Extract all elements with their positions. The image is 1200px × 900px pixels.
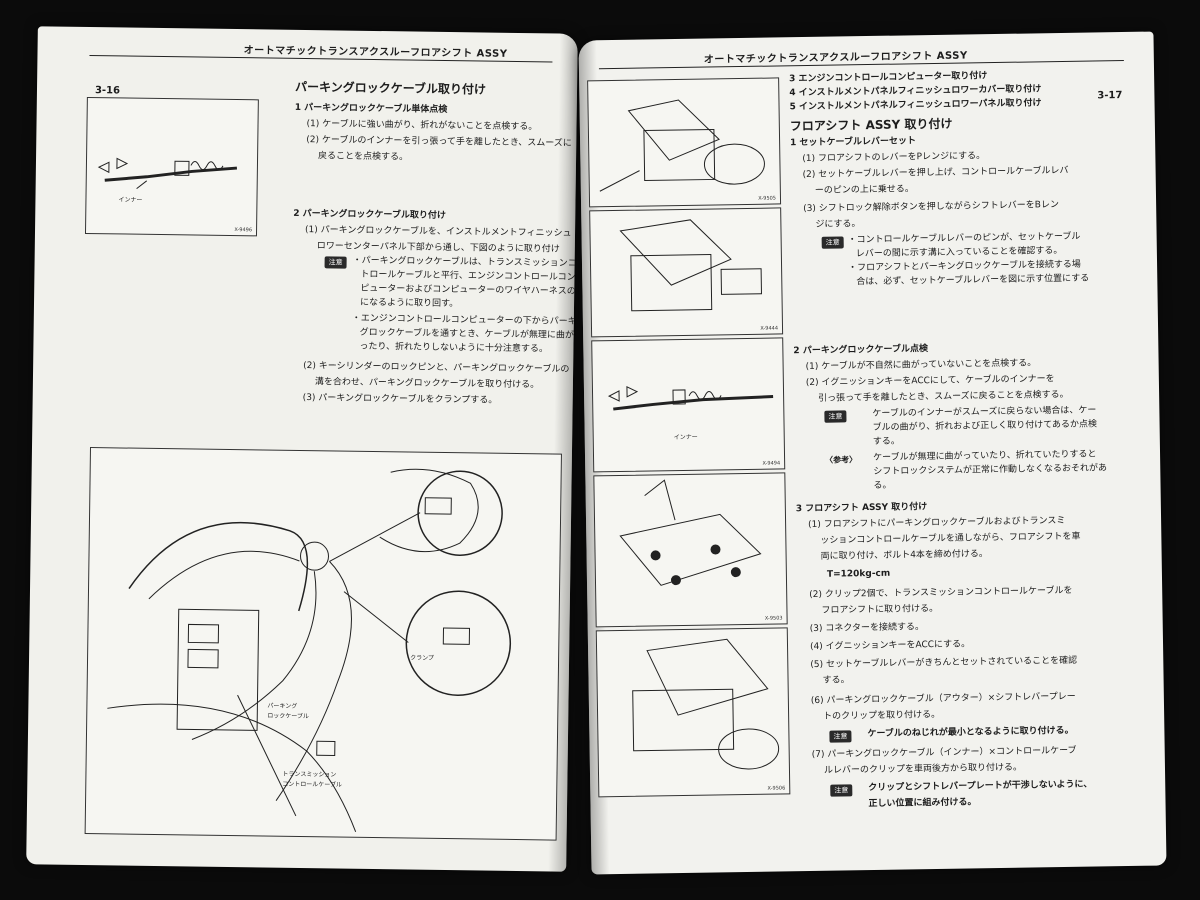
note-badge: 注意	[324, 256, 347, 269]
note-line: ・コントロールケーブルレバーのピンが、セットケーブル	[847, 231, 1081, 246]
note-line: グロックケーブルを通すとき、ケーブルが無理に曲が	[359, 327, 574, 341]
floor-shift-drawing	[619, 479, 762, 586]
note-line: する。	[872, 436, 900, 447]
cable-figure-right: インナー X-9494	[591, 337, 786, 473]
step-item: (6) パーキングロックケーブル（アウター）×シフトレバープレー	[810, 691, 1076, 706]
note-line: ケーブルのインナーがスムーズに戻らない場合は、ケー	[872, 405, 1097, 419]
step-item: (2) クリップ2個で、トランスミッションコントロールケーブルを	[809, 585, 1073, 601]
control-cable-label: コントロールケーブル	[282, 780, 343, 789]
step-item: ジにする。	[815, 219, 861, 230]
step-heading: 1 セットケーブルレバーセット	[790, 136, 917, 149]
note-line: ・エンジンコントロールコンピューターの下からパーキン	[351, 313, 578, 327]
step-item: (5) セットケーブルレバーがきちんとセットされていることを確認	[810, 655, 1078, 671]
parking-label: パーキング	[267, 702, 298, 710]
step-item: ーのピンの上に乗せる。	[814, 184, 914, 196]
step-heading: 3 エンジンコントロールコンピューター取り付け	[789, 71, 988, 85]
page-number: 3-16	[94, 85, 121, 97]
shift-figure-2: X-9444	[589, 207, 784, 338]
floor-shift-drawing	[619, 219, 762, 312]
step-heading: 1 パーキングロックケーブル単体点検	[294, 102, 448, 115]
cable-drawing	[607, 386, 774, 411]
reference-line: ケーブルが無理に曲がっていたり、折れていたりすると	[872, 449, 1097, 463]
note-badge: 注意	[829, 730, 852, 743]
clamp-label: クランプ	[410, 654, 434, 662]
note-line: 合は、必ず、セットケーブルレバーを図に示す位置にする	[856, 273, 1090, 288]
step-item: (7) パーキングロックケーブル（インナー）×コントロールケーブ	[811, 745, 1077, 760]
right-page: オートマチックトランスアクスルーフロアシフト ASSY 3-17 X-9505 …	[578, 31, 1167, 875]
step-item: フロアシフトに取り付ける。	[821, 603, 939, 616]
step-item: (2) ケーブルのインナーを引っ張って手を離したとき、スムーズに	[306, 135, 572, 149]
step-heading: 3 フロアシフト ASSY 取り付け	[795, 502, 928, 515]
note-line: ったり、折れたりしないように十分注意する。	[359, 341, 548, 355]
torque-spec: T=120kg-cm	[826, 568, 891, 580]
step-item: 両に取り付け、ボルト4本を締め付ける。	[820, 549, 988, 562]
figure-code: X-9444	[760, 325, 779, 332]
shift-figure-4: X-9503	[593, 472, 788, 628]
step-item: 引っ張って手を離したとき、スムーズに戻ることを点検する。	[818, 389, 1069, 404]
figure-code: X-9494	[762, 460, 781, 467]
reference-line: シフトロックシステムが正常に作動しなくなるおそれがあ	[873, 463, 1108, 477]
step-item: (1) ケーブルが不自然に曲がっていないことを点検する。	[805, 358, 1037, 373]
step-item: トのクリップを取り付ける。	[823, 709, 941, 722]
note-line: ピューターおよびコンピューターのワイヤハーネスの下	[360, 283, 578, 297]
step-item: 戻ることを点検する。	[318, 151, 409, 163]
note-line: ・フロアシフトとパーキングロックケーブルを接続する場	[848, 259, 1081, 274]
cable-drawing	[97, 157, 238, 190]
step-item: (2) イグニッションキーをACCにして、ケーブルのインナーを	[805, 374, 1055, 389]
reference-line: る。	[873, 480, 892, 491]
inner-label: インナー	[673, 433, 698, 442]
lock-cable-label: ロックケーブル	[267, 712, 309, 721]
note-badge: 注意	[824, 410, 847, 423]
dashboard-drawing	[107, 468, 512, 832]
step-item: ッションコントロールケーブルを通しながら、フロアシフトを車	[820, 531, 1081, 546]
note-line: ケーブルのねじれが最小となるように取り付ける。	[867, 725, 1074, 740]
transmission-label: トランスミッション	[282, 770, 337, 779]
figure-code: X-9496	[234, 227, 253, 234]
step-item: (1) パーキングロックケーブルを、インストルメントフィニッシュ	[304, 225, 572, 239]
cable-figure-top: インナー X-9496	[84, 96, 259, 237]
step-item: ロワーセンターパネル下部から通し、下図のように取り付け	[316, 241, 560, 255]
installation-diagram: クランプ パーキング ロックケーブル トランスミッション コントロールケーブル	[84, 447, 562, 841]
inner-label: インナー	[118, 196, 143, 204]
left-page: オートマチックトランスアクスルーフロアシフト ASSY 3-16 インナー X-…	[26, 26, 578, 872]
step-heading: 4 インストルメントパネルフィニッシュロワーカバー取り付け	[789, 84, 1042, 99]
figure-code: X-9503	[764, 615, 783, 622]
note-line: クリップとシフトレバープレートが干渉しないように、	[868, 779, 1093, 794]
note-line: ・パーキングロックケーブルは、トランスミッションコン	[352, 255, 578, 269]
step-item: (2) キーシリンダーのロックピンと、パーキングロックケーブルの	[303, 361, 570, 375]
section-title: フロアシフト ASSY 取り付け	[789, 116, 953, 134]
note-line: トロールケーブルと平行、エンジンコントロールコン	[360, 269, 576, 283]
step-item: (4) イグニッションキーをACCにする。	[809, 639, 971, 653]
note-badge: 注意	[821, 236, 844, 249]
step-item: ルレバーのクリップを車両後方から取り付ける。	[823, 762, 1023, 776]
step-heading: 5 インストルメントパネルフィニッシュロワーパネル取り付け	[789, 98, 1042, 113]
note-badge: 注意	[830, 784, 853, 797]
step-item: (3) シフトロック解除ボタンを押しながらシフトレバーをBレン	[803, 200, 1060, 215]
figure-code: X-9506	[767, 785, 786, 792]
step-item: (1) ケーブルに強い曲がり、折れがないことを点検する。	[306, 119, 538, 133]
figure-code: X-9505	[758, 195, 777, 202]
step-item: 溝を合わせ、パーキングロックケーブルを取り付ける。	[314, 377, 540, 391]
step-item: (2) セットケーブルレバーを押し上げ、コントロールケーブルレバ	[802, 165, 1069, 181]
step-heading: 2 パーキングロックケーブル取り付け	[293, 208, 446, 221]
step-item: (1) フロアシフトのレバーをPレンジにする。	[802, 151, 986, 165]
section-title: パーキングロックケーブル取り付け	[294, 79, 487, 97]
floor-shift-drawing	[632, 638, 780, 770]
step-item: (1) フロアシフトにパーキングロックケーブルおよびトランスミ	[808, 515, 1066, 531]
step-heading: 2 パーキングロックケーブル点検	[793, 344, 929, 357]
note-line: になるように取り回す。	[359, 297, 459, 310]
reference-label: 〈参考〉	[825, 455, 858, 465]
step-item: (3) コネクターを接続する。	[809, 622, 925, 635]
page-number: 3-17	[1097, 90, 1123, 102]
step-item: (3) パーキングロックケーブルをクランプする。	[302, 393, 498, 406]
shift-figure-5: X-9506	[595, 627, 791, 798]
note-line: レバーの間に示す溝に入っていることを確認する。	[855, 245, 1063, 260]
note-line: ブルの曲がり、折れおよび正しく取り付けてあるか点検	[872, 419, 1098, 433]
step-item: する。	[822, 675, 850, 686]
floor-shift-drawing	[599, 99, 765, 192]
shift-figure-1: X-9505	[587, 77, 782, 208]
note-line: 正しい位置に組み付ける。	[868, 797, 977, 810]
